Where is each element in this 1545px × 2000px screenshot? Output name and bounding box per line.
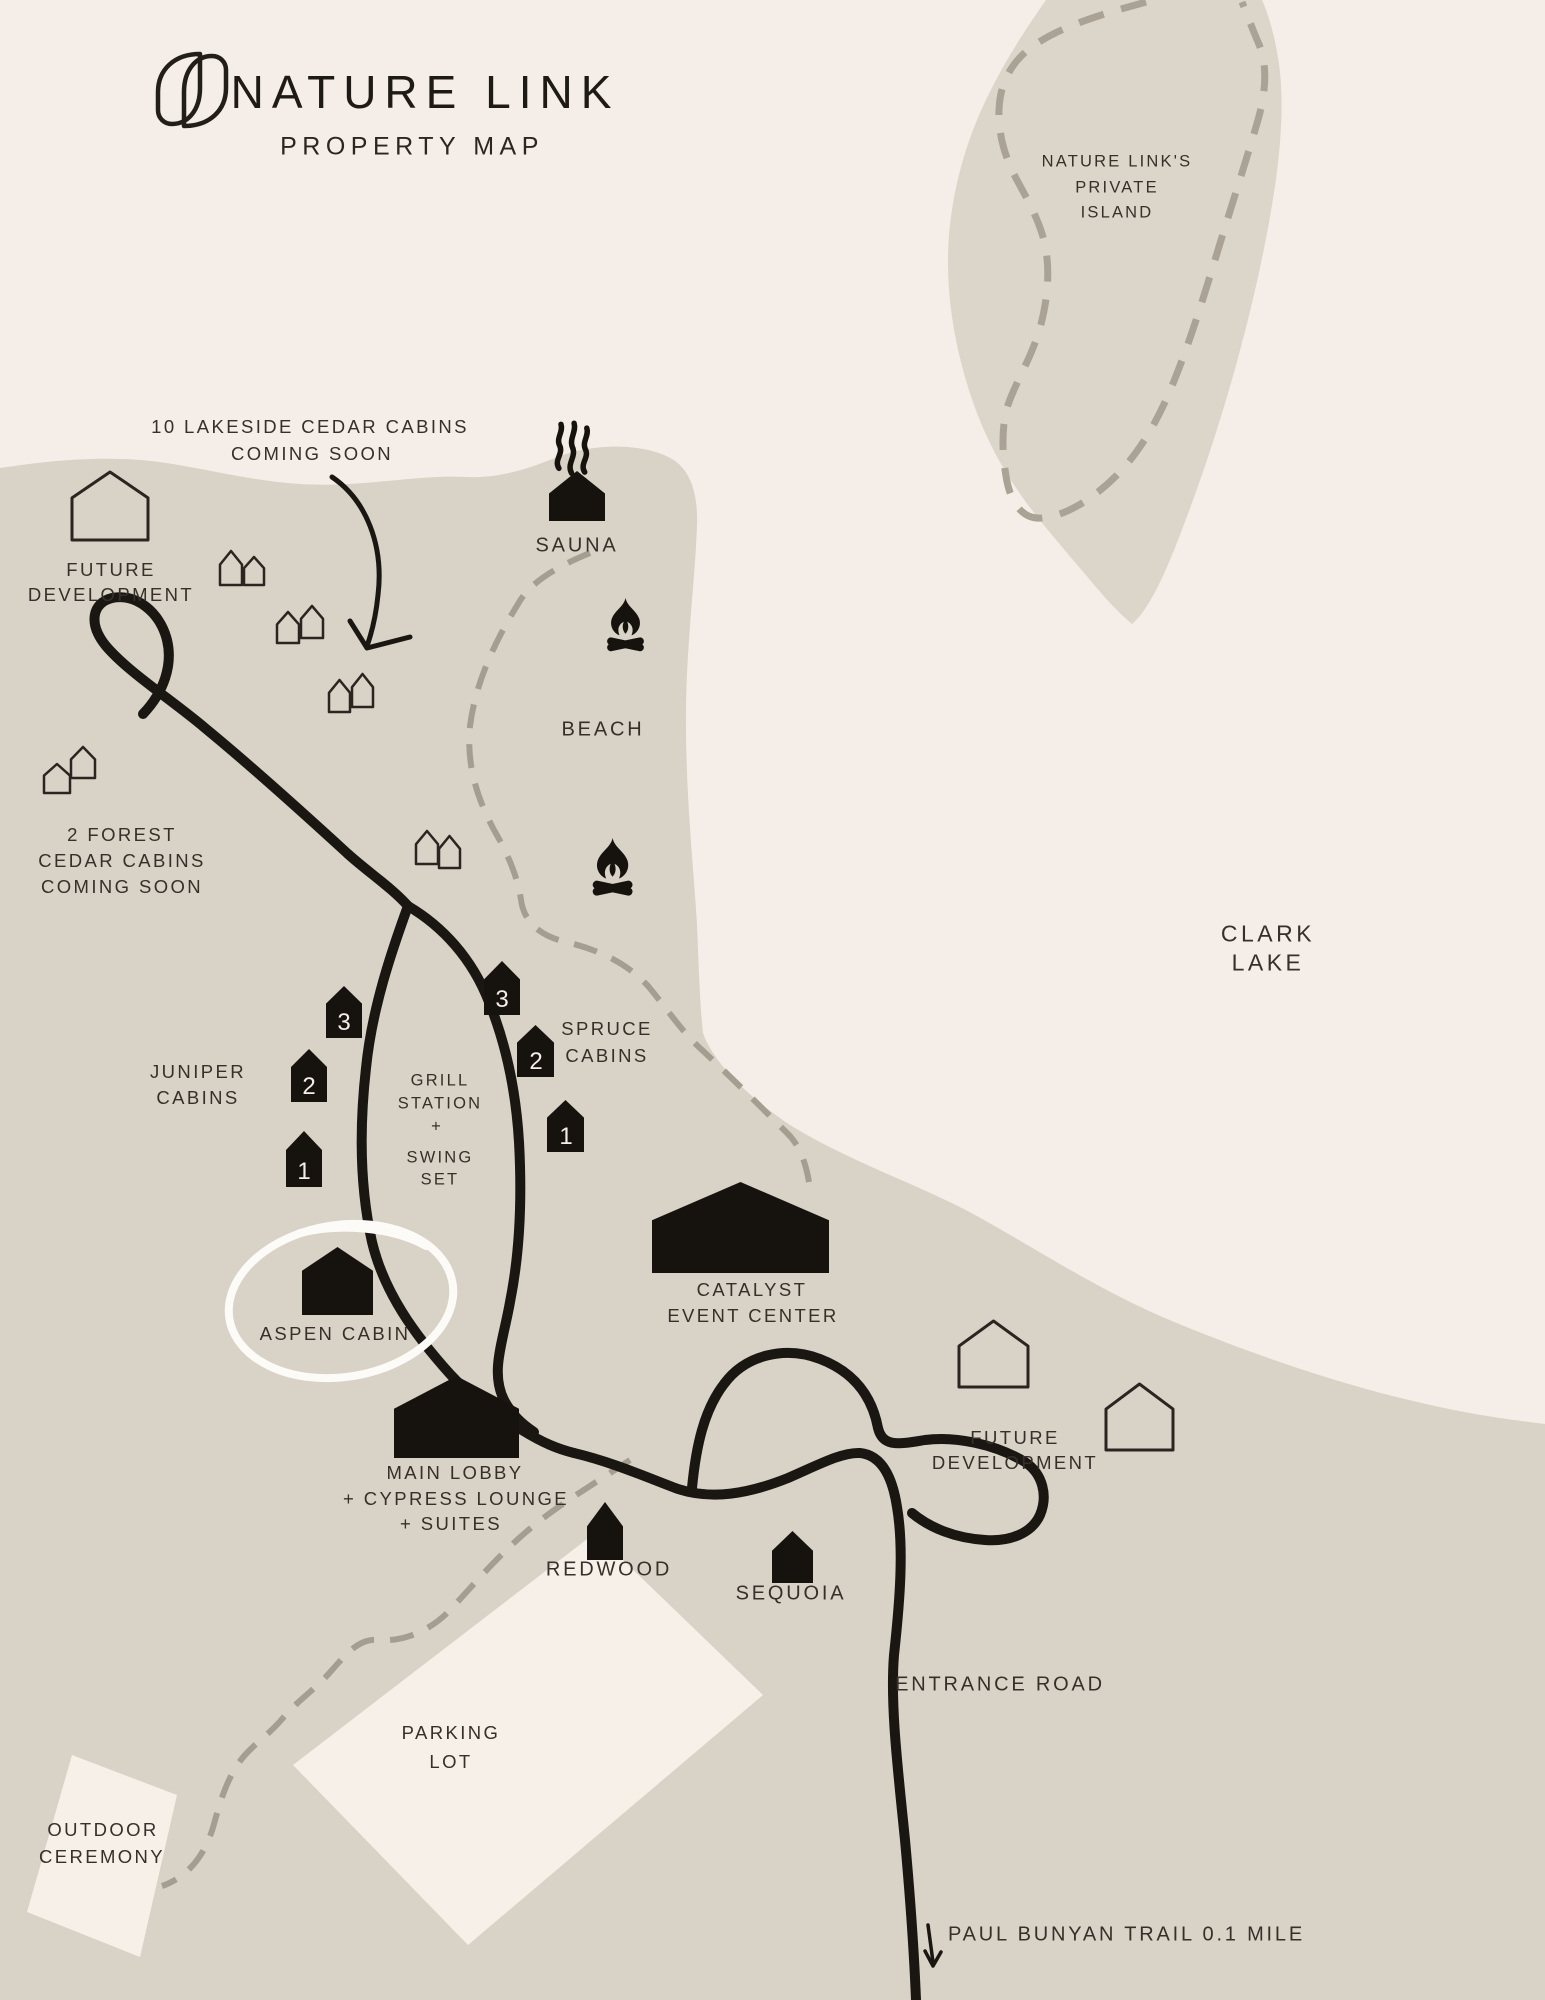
road-culdesac-loop (89, 592, 353, 859)
entrance-road-label: ENTRANCE ROAD (895, 1673, 1105, 1696)
sequoia-cabin-icon (772, 1531, 813, 1583)
brand-title: NATURE LINK (230, 66, 620, 118)
paul-bunyan-trail-label: PAUL BUNYAN TRAIL 0.1 MILE (948, 1923, 1305, 1946)
private-island-label-line1: NATURE LINK'S (1041, 152, 1193, 171)
island-trail-loop (995, 0, 1269, 522)
juniper-cabin-2-icon (291, 1049, 327, 1102)
sauna-label: SAUNA (535, 534, 619, 557)
juniper-cabin-3-number: 3 (337, 1009, 350, 1036)
forest-cabins-label-line3: COMING SOON (40, 876, 204, 897)
spruce-cabin-2-number: 2 (529, 1048, 542, 1075)
parking-lot-label-line1: PARKING (401, 1722, 501, 1743)
private-island-label-line2: PRIVATE (1075, 178, 1159, 197)
road-spruce-branch (403, 901, 539, 1437)
juniper-cabin-2-number: 2 (302, 1073, 315, 1100)
private-island-label-line3: ISLAND (1080, 203, 1154, 222)
grill-station-label-line5: SET (420, 1170, 460, 1189)
forest-future-cabin-pair-icon (42, 745, 97, 795)
main-lobby-label-line3: + SUITES (400, 1513, 502, 1534)
clark-lake-label-line1: CLARK (1220, 920, 1316, 947)
road-north-stem (343, 849, 413, 911)
future-development-left-label-line1: FUTURE (66, 559, 156, 580)
juniper-cabin-3-icon (326, 986, 362, 1038)
spruce-cabins-label-line2: CABINS (565, 1045, 649, 1066)
forest-cabins-label-line2: CEDAR CABINS (38, 850, 206, 871)
private-island-shape (948, 0, 1282, 624)
paul-bunyan-arrow-icon (923, 1923, 943, 1968)
lakeside-cabins-label-line2: COMING SOON (230, 443, 394, 464)
clark-lake-label-line2: LAKE (1231, 949, 1305, 976)
future-development-left-house-icon (70, 470, 150, 542)
road-juniper-branch (356, 901, 579, 1458)
future-development-right-label-line2: DEVELOPMENT (931, 1452, 1099, 1473)
grill-station-label-line2: STATION (397, 1094, 483, 1113)
juniper-cabin-1-icon (286, 1131, 322, 1187)
lakeside-future-cabin-pair-4-icon (414, 829, 462, 870)
lakeside-future-cabin-pair-3-icon (327, 672, 375, 714)
juniper-cabins-label-line2: CABINS (156, 1087, 240, 1108)
outdoor-ceremony-label-line2: CEREMONY (38, 1846, 166, 1867)
road-main-south (569, 1447, 921, 2000)
main-lobby-label-line1: MAIN LOBBY (386, 1462, 524, 1483)
future-development-right-label-line1: FUTURE (970, 1427, 1060, 1448)
outdoor-ceremony-label-line1: OUTDOOR (47, 1819, 159, 1840)
beach-label: BEACH (561, 718, 645, 741)
redwood-label: REDWOOD (545, 1558, 673, 1581)
future-development-right-house-1-icon (957, 1319, 1030, 1389)
catalyst-event-center-icon (652, 1182, 829, 1273)
page-subtitle: PROPERTY MAP (280, 132, 544, 161)
grill-station-label-line1: GRILL (410, 1071, 470, 1090)
grill-station-label-line3: + (431, 1117, 443, 1136)
juniper-cabins-label-line1: JUNIPER (150, 1061, 246, 1082)
spruce-cabin-3-number: 3 (495, 986, 508, 1013)
aspen-highlight-circle-icon (224, 1219, 458, 1383)
nature-link-logo-icon (155, 51, 229, 129)
redwood-cabin-icon (587, 1502, 623, 1560)
outdoor-ceremony-area (27, 1755, 177, 1957)
aspen-cabin-icon (302, 1247, 373, 1315)
beach-trail (466, 550, 812, 1183)
ceremony-trail (160, 1457, 632, 1889)
spruce-cabin-3-icon (484, 961, 520, 1015)
sauna-cabin-icon (549, 471, 605, 521)
lakeside-future-cabin-pair-1-icon (218, 549, 266, 587)
aspen-cabin-label: ASPEN CABIN (259, 1323, 411, 1344)
future-development-left-label-line2: DEVELOPMENT (27, 584, 195, 605)
future-development-right-house-2-icon (1104, 1382, 1175, 1452)
parking-lot-area (293, 1533, 763, 1945)
forest-cabins-label-line1: 2 FOREST (67, 824, 177, 845)
lakeside-cabins-arrow-icon (329, 474, 413, 651)
catalyst-label-line2: EVENT CENTER (667, 1305, 839, 1326)
spruce-cabin-2-icon (517, 1025, 554, 1077)
main-lobby-icon (394, 1376, 519, 1458)
parking-lot-label-line2: LOT (429, 1751, 473, 1772)
main-lobby-label-line2: + CYPRESS LOUNGE (342, 1488, 570, 1509)
spruce-cabin-1-icon (547, 1100, 584, 1152)
lakeside-future-cabin-pair-2-icon (275, 604, 325, 645)
juniper-cabin-1-number: 1 (297, 1158, 310, 1185)
grill-station-label-line4: SWING (406, 1148, 474, 1167)
road-catalyst-loop (687, 1348, 1049, 1546)
sequoia-label: SEQUOIA (735, 1582, 847, 1605)
spruce-cabins-label-line1: SPRUCE (561, 1018, 653, 1039)
catalyst-label-line1: CATALYST (696, 1279, 808, 1300)
spruce-cabin-1-number: 1 (559, 1123, 572, 1150)
lakeside-cabins-label-line1: 10 LAKESIDE CEDAR CABINS (151, 416, 469, 437)
